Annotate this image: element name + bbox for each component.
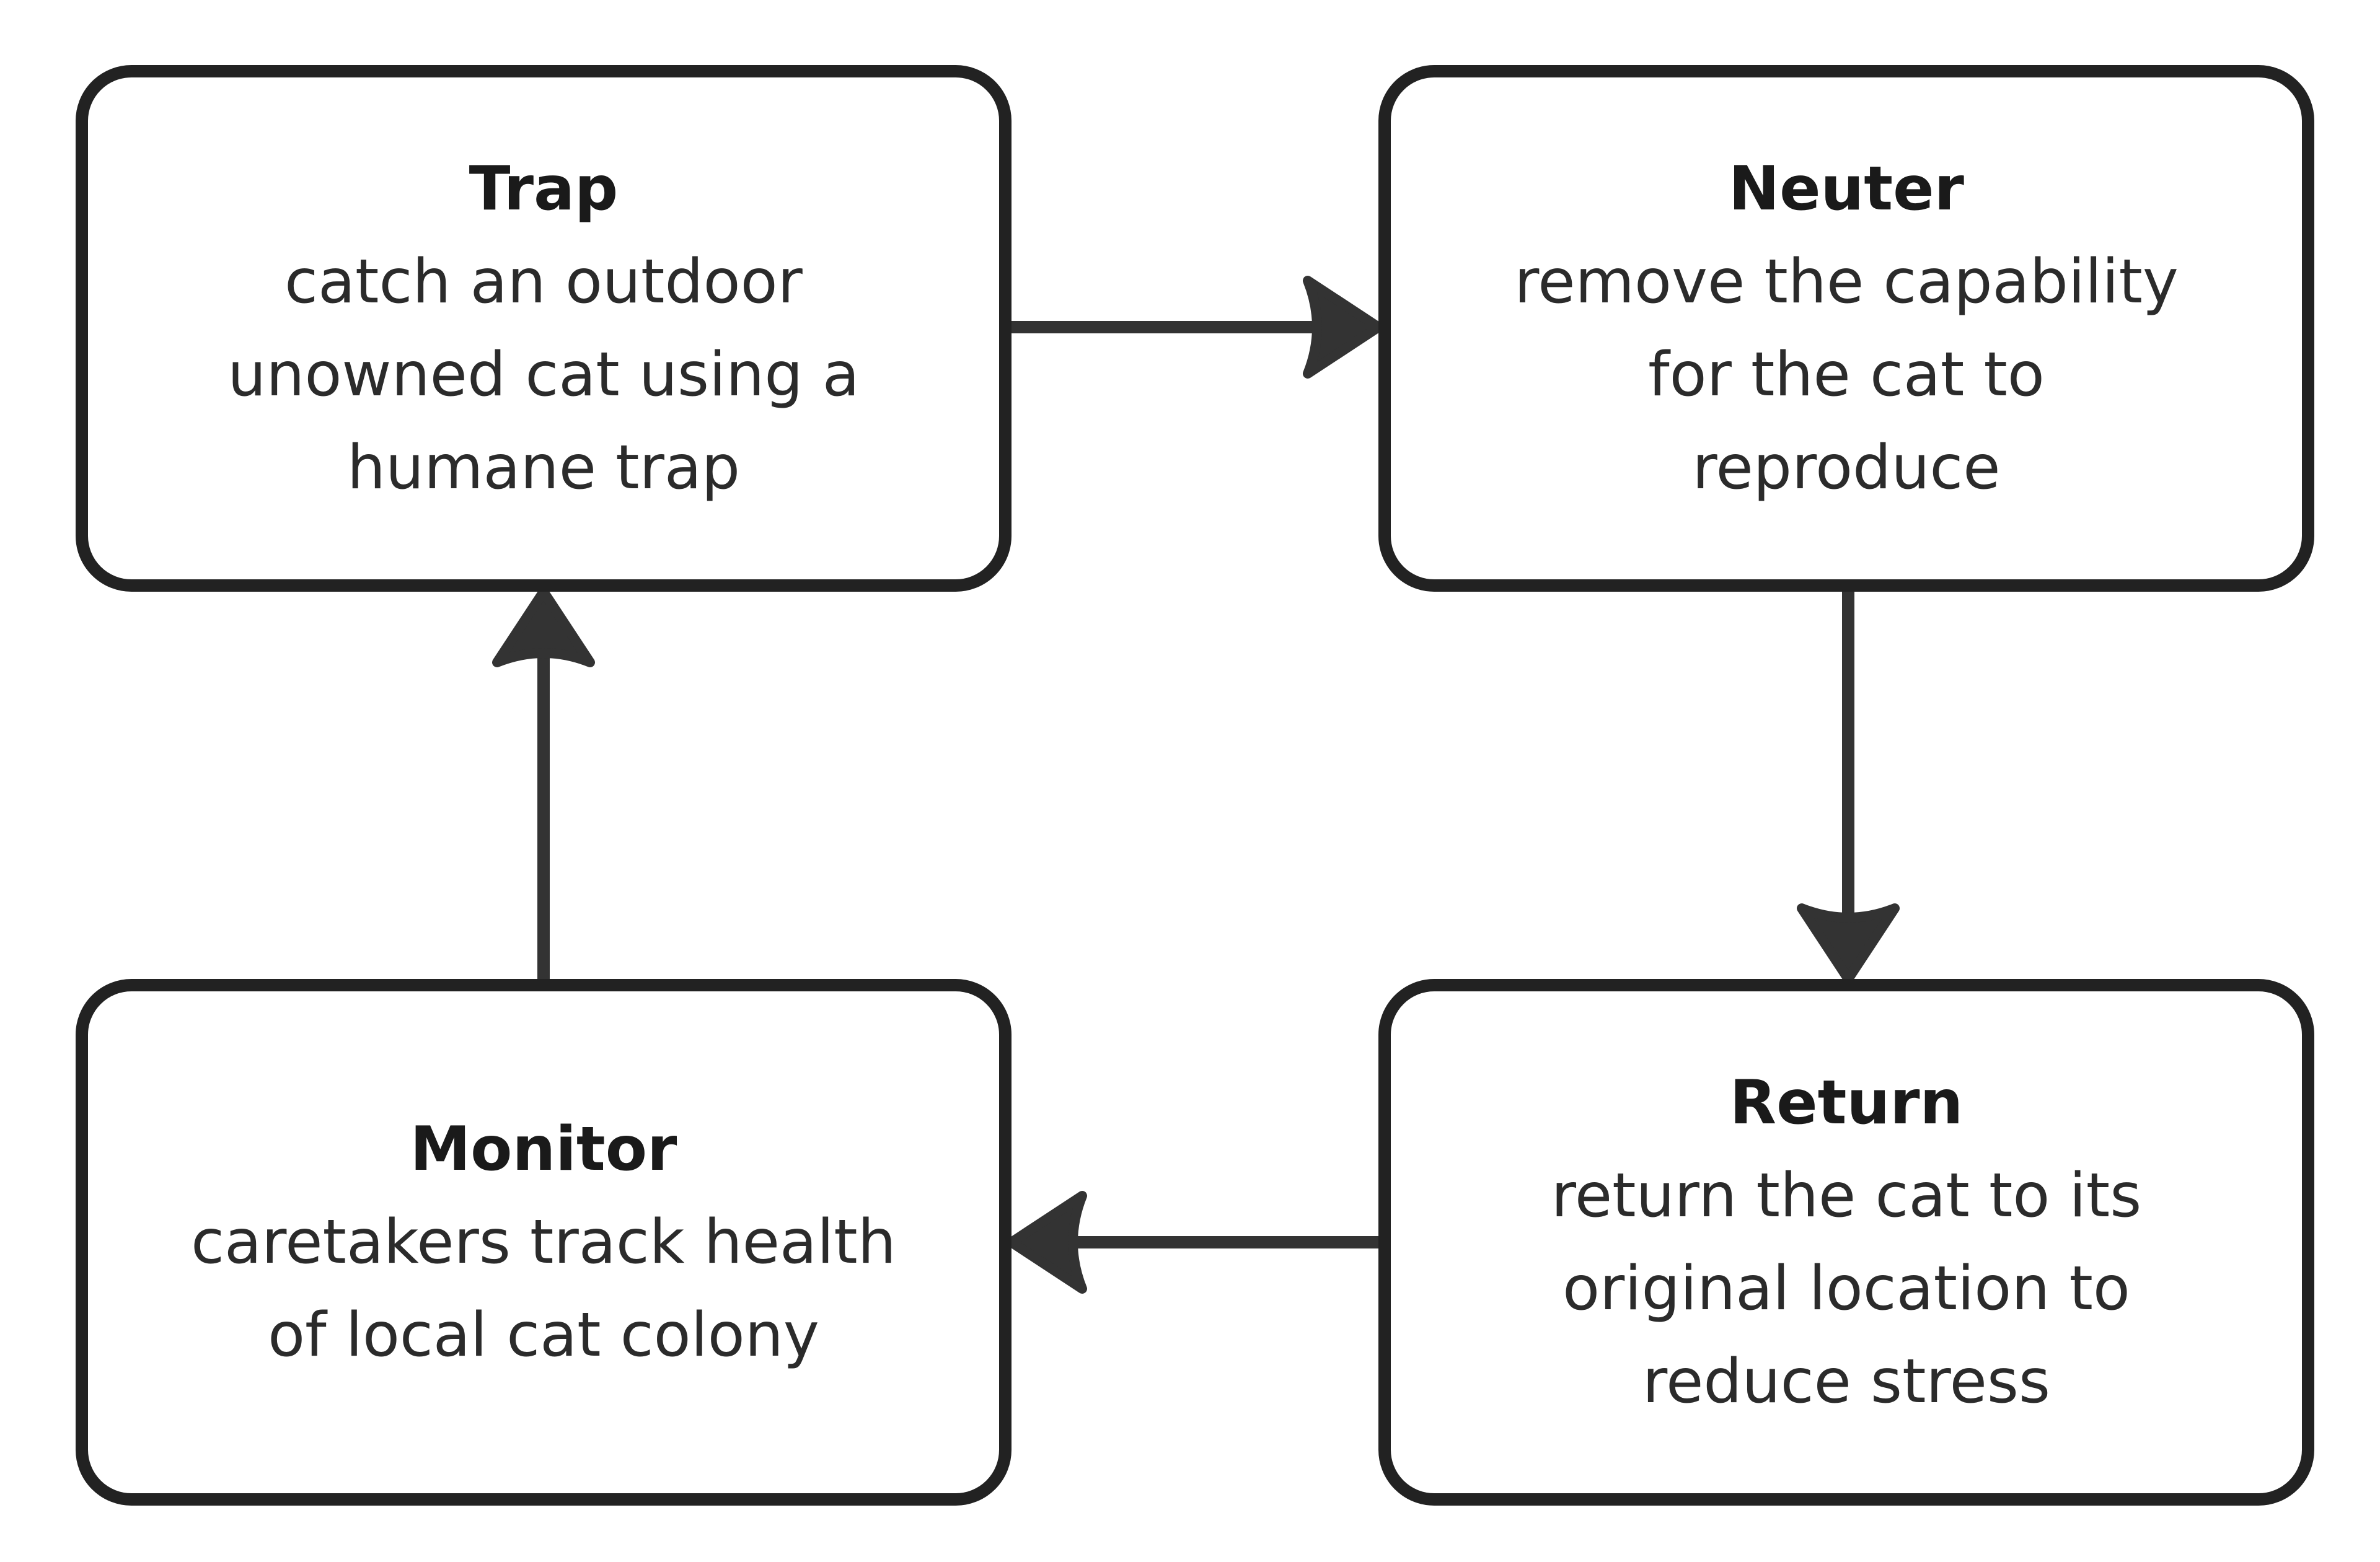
node-title: Trap xyxy=(469,154,619,224)
node-neuter: Neuter remove the capability for the cat… xyxy=(1378,65,2314,592)
node-title: Return xyxy=(1729,1068,1963,1138)
arrowhead-right-icon xyxy=(1303,276,1383,379)
node-title: Monitor xyxy=(410,1114,677,1185)
node-description: catch an outdoor unowned cat using a hum… xyxy=(227,247,860,503)
edge-monitor-to-trap xyxy=(492,587,595,979)
edge-return-to-monitor xyxy=(1007,1191,1378,1294)
arrowhead-down-icon xyxy=(1797,903,1900,984)
node-trap: Trap catch an outdoor unowned cat using … xyxy=(76,65,1011,592)
node-monitor: Monitor caretakers track health of local… xyxy=(76,979,1011,1506)
node-title: Neuter xyxy=(1729,154,1964,224)
arrowhead-up-icon xyxy=(492,587,595,667)
arrowhead-left-icon xyxy=(1007,1191,1087,1294)
node-return: Return return the cat to its original lo… xyxy=(1378,979,2314,1506)
edge-neuter-to-return xyxy=(1797,592,1900,984)
edge-trap-to-neuter xyxy=(1011,276,1383,379)
node-description: return the cat to its original location … xyxy=(1551,1161,2142,1417)
node-description: caretakers track health of local cat col… xyxy=(191,1207,896,1371)
node-description: remove the capability for the cat to rep… xyxy=(1514,247,2179,503)
